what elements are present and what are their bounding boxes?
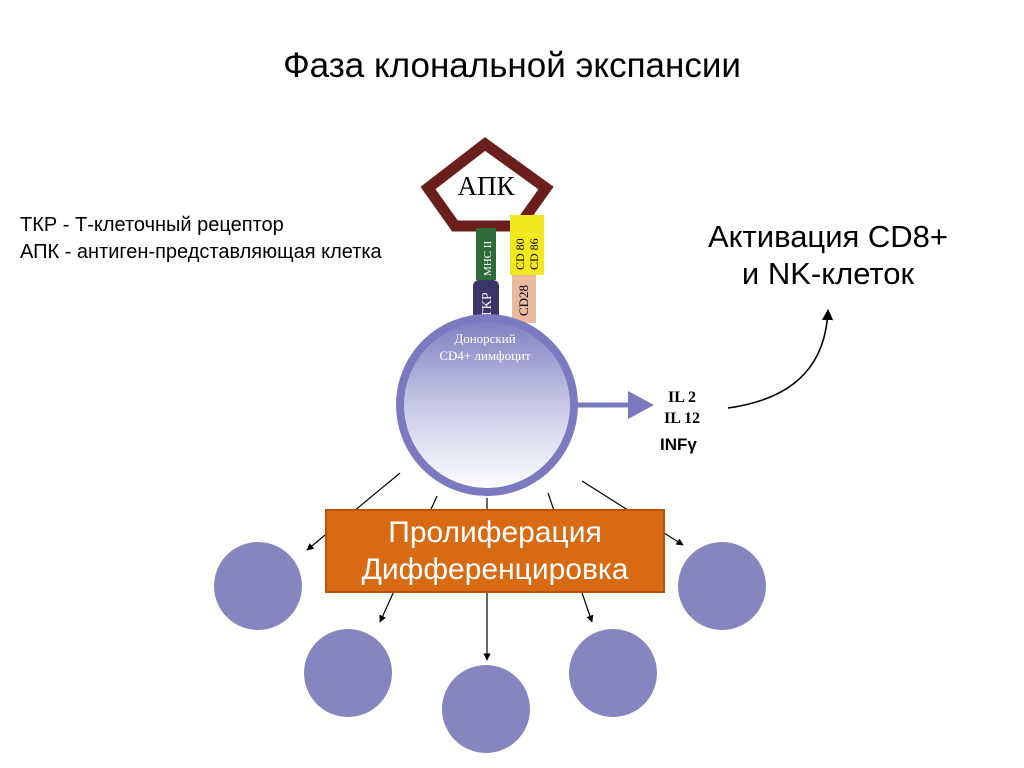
cd86-label: CD 86 (527, 238, 541, 270)
apc-label: АПК (457, 171, 515, 201)
proliferation-box: Пролиферация Дифференцировка (325, 509, 665, 593)
cytokine-infg: INFγ (660, 435, 697, 454)
cd28-label: CD28 (516, 285, 531, 316)
legend-tcr: ТКР - Т-клеточный рецептор (20, 214, 284, 236)
proliferation-label: Пролиферация (388, 516, 602, 549)
cd80-86-bar (510, 215, 544, 275)
daughter-cell-lower-right (569, 629, 657, 717)
activation-line-1: Активация CD8+ (707, 219, 949, 254)
cytokine-arrow-head (628, 391, 654, 419)
donor-cell-label-1: Донорский (454, 331, 515, 346)
daughter-cell-bottom (442, 665, 530, 753)
apc-pentagon (420, 137, 554, 232)
cd28-bar (512, 275, 536, 323)
mhc-label: MHC II (482, 241, 494, 276)
donor-cell-label-2: CD4+ лимфоцит (439, 348, 531, 363)
activation-line-2: и NK-клеток (741, 256, 915, 291)
differentiation-label: Дифференцировка (361, 553, 629, 586)
tcr-label: ТКР (480, 292, 495, 318)
abbreviation-legend: ТКР - Т-клеточный рецептор АПК - антиген… (20, 212, 382, 266)
daughter-cell-right (678, 542, 766, 630)
cytokine-il2: IL 2 (668, 389, 696, 406)
legend-apc: АПК - антиген-представляющая клетка (20, 241, 382, 263)
mhc-bar (476, 228, 496, 280)
cd80-label: CD 80 (513, 238, 527, 270)
daughter-cell-left (214, 542, 302, 630)
daughter-cell-lower-left (304, 629, 392, 717)
activation-label: Активация CD8+ и NK-клеток (668, 218, 988, 292)
page-title: Фаза клональной экспансии (283, 46, 741, 85)
activation-arrow (727, 308, 834, 409)
cytokine-il12: IL 12 (664, 410, 700, 427)
